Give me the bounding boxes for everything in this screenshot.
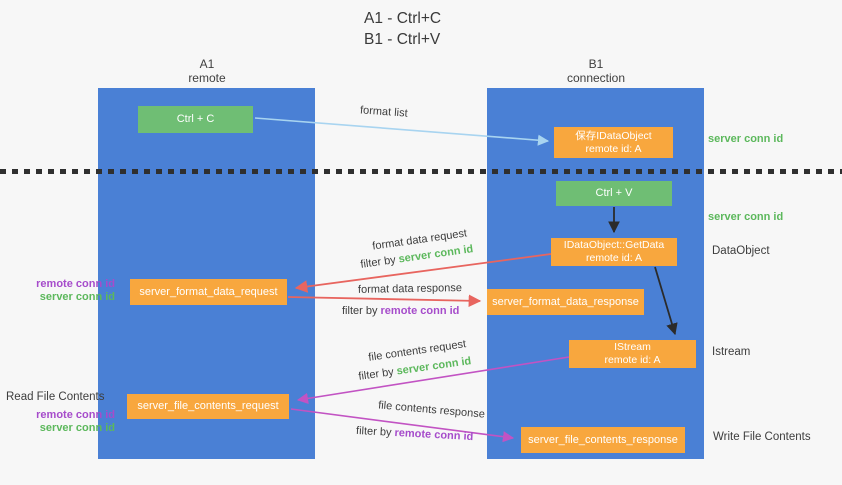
conn-id-stack-file: remote conn id server conn id (0, 409, 115, 435)
filter-by-text: filter by (357, 366, 395, 383)
server-conn-id-text: server conn id (395, 355, 473, 378)
remote-conn-id-label-2: remote conn id (36, 409, 115, 421)
save-idataobject-line1: 保存IDataObject (575, 129, 652, 142)
phase-separator-dotted-line (0, 169, 842, 174)
lane-a-header: A1 remote (147, 57, 267, 85)
lane-a-name: A1 (199, 57, 215, 71)
dataobject-label: DataObject (712, 245, 770, 257)
format-request-label: server_format_data_request (139, 285, 278, 298)
save-idataobject-line2: remote id: A (585, 142, 642, 155)
idataobject-getdata-node: IDataObject::GetData remote id: A (551, 238, 677, 266)
istream-line2: remote id: A (604, 354, 661, 366)
istream-side-label: Istream (712, 346, 751, 358)
save-idataobject-node: 保存IDataObject remote id: A (554, 127, 673, 158)
write-file-contents-label: Write File Contents (713, 431, 811, 443)
title-line-1: A1 - Ctrl+C (364, 10, 442, 27)
lane-b-header: B1 connection (536, 57, 656, 85)
remote-conn-id-label-1: remote conn id (36, 278, 115, 290)
server-file-contents-response-node: server_file_contents_response (521, 427, 685, 453)
server-conn-id-label-mid: server conn id (708, 211, 784, 223)
filter-by-remote-conn-id-label-1: filter by remote conn id (342, 305, 459, 317)
lane-b-role: connection (566, 71, 626, 85)
page-title: A1 - Ctrl+C B1 - Ctrl+V (364, 8, 441, 50)
file-request-label: server_file_contents_request (137, 400, 279, 412)
server-format-data-response-node: server_format_data_response (487, 289, 644, 315)
lane-b-name: B1 (588, 57, 604, 71)
server-conn-id-label-1: server conn id (39, 291, 115, 303)
server-file-contents-request-node: server_file_contents_request (127, 394, 289, 419)
server-conn-id-label-2: server conn id (39, 422, 115, 434)
filter-by-remote-conn-id-label-2: filter by remote conn id (356, 425, 474, 443)
read-file-contents-label: Read File Contents (6, 391, 105, 403)
ctrl-c-label: Ctrl + C (176, 113, 215, 125)
remote-conn-id-text: remote conn id (380, 305, 460, 317)
file-response-label: server_file_contents_response (528, 433, 678, 446)
conn-id-stack-format: remote conn id server conn id (0, 278, 115, 304)
getdata-line2: remote id: A (585, 252, 643, 264)
istream-line1: IStream (614, 341, 651, 353)
ctrl-v-label: Ctrl + V (595, 187, 633, 199)
filter-by-text: filter by (342, 305, 378, 317)
filter-by-text: filter by (355, 424, 392, 439)
ctrl-v-node: Ctrl + V (556, 181, 672, 206)
ctrl-c-node: Ctrl + C (138, 106, 253, 133)
format-response-label: server_format_data_response (492, 295, 639, 308)
remote-conn-id-text: remote conn id (394, 426, 474, 444)
getdata-line1: IDataObject::GetData (563, 239, 665, 251)
server-conn-id-label-top: server conn id (708, 133, 784, 145)
format-data-response-arrow-label: format data response (357, 282, 463, 296)
filter-by-text: filter by (359, 254, 397, 271)
format-list-arrow-label: format list (359, 104, 409, 120)
title-line-2: B1 - Ctrl+V (364, 31, 441, 48)
file-contents-response-arrow-label: file contents response (377, 399, 486, 421)
format-data-response-arrow (287, 294, 482, 308)
istream-node: IStream remote id: A (569, 340, 696, 368)
lane-a-role: remote (188, 71, 226, 85)
server-format-data-request-node: server_format_data_request (130, 279, 287, 305)
